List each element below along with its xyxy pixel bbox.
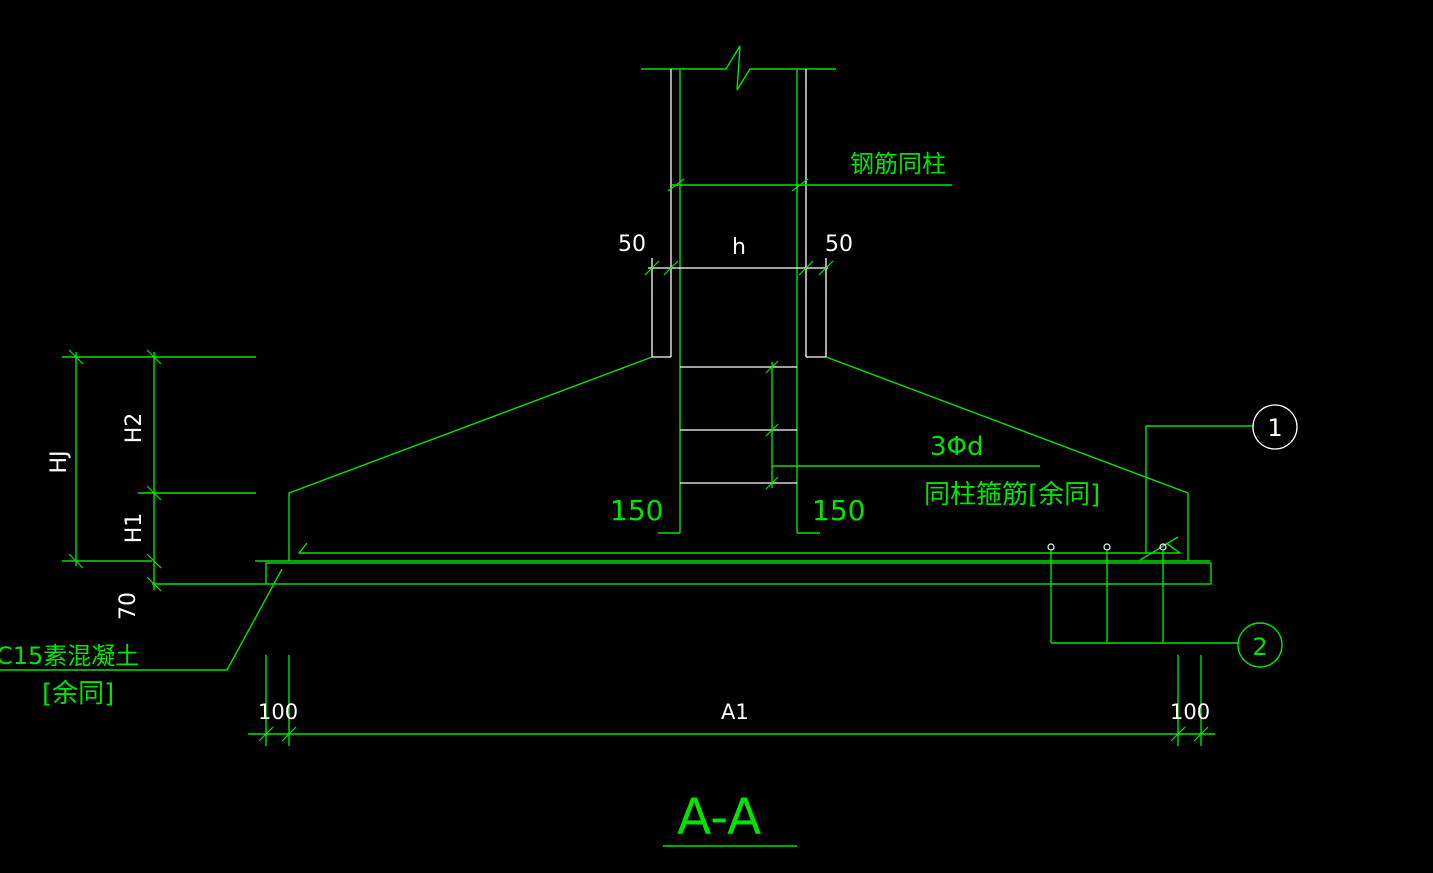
callout-2-marker (1237, 622, 1283, 668)
upper-height-label: H2 (122, 413, 147, 444)
width-dimension (248, 655, 1215, 746)
stirrups-note-label: 同柱箍筋[余同] (924, 480, 1100, 510)
cover-left-label: 50 (618, 232, 646, 257)
section-title: A-A (677, 788, 761, 846)
stirrups-label: 3Φd (930, 432, 984, 462)
height-dimensions (62, 349, 256, 592)
column-width-label: h (732, 235, 746, 260)
offset-right-label: 100 (1170, 700, 1210, 724)
column-rebar-leader (667, 178, 952, 192)
callout-1-leader (1145, 404, 1298, 553)
rebar-dots (1047, 543, 1238, 644)
blinding-leader (0, 568, 283, 671)
blinding-note-label: [余同] (42, 679, 114, 709)
hook-left-label: 150 (610, 494, 663, 527)
bottom-rebar (297, 536, 1183, 561)
rebar-same-as-column-label: 钢筋同柱 (850, 150, 946, 178)
footing-width-label: A1 (721, 700, 749, 724)
cover-right-label: 50 (825, 232, 853, 257)
blinding-thickness-label: 70 (116, 592, 141, 620)
total-height-label: HJ (47, 450, 72, 473)
blinding-concrete-label: C15素混凝土 (0, 642, 139, 670)
callout-2-label: 2 (1252, 633, 1267, 661)
column-width-dimension (644, 258, 834, 345)
offset-left-label: 100 (258, 700, 298, 724)
lower-height-label: H1 (122, 513, 147, 544)
stirrups (680, 360, 1040, 490)
blinding-layer (152, 562, 1212, 585)
callout-1-label: 1 (1267, 414, 1282, 442)
column-outline (641, 45, 836, 534)
footing-outline (255, 345, 1210, 562)
hook-right-label: 150 (812, 494, 865, 527)
